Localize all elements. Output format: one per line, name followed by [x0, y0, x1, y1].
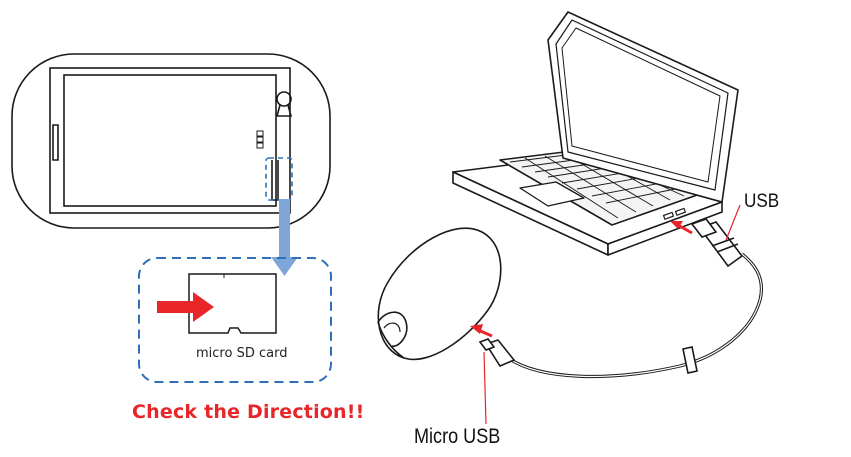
micro-usb-label: Micro USB [414, 425, 500, 449]
laptop-icon [453, 12, 738, 255]
contact-pins [257, 131, 263, 148]
direction-warning: Check the Direction!! [132, 401, 365, 423]
sd-slot-highlight [266, 158, 292, 200]
device-inner-frame [50, 68, 290, 213]
battery-compartment [64, 75, 276, 206]
insert-arrow-icon [271, 199, 298, 276]
sd-card-inset [139, 258, 331, 382]
keyhole-icon [277, 92, 291, 116]
micro-usb-port-arrow-icon [470, 324, 492, 336]
power-bank-icon [378, 228, 501, 359]
sd-card-label: micro SD card [196, 346, 287, 361]
usb-label: USB [744, 191, 779, 213]
